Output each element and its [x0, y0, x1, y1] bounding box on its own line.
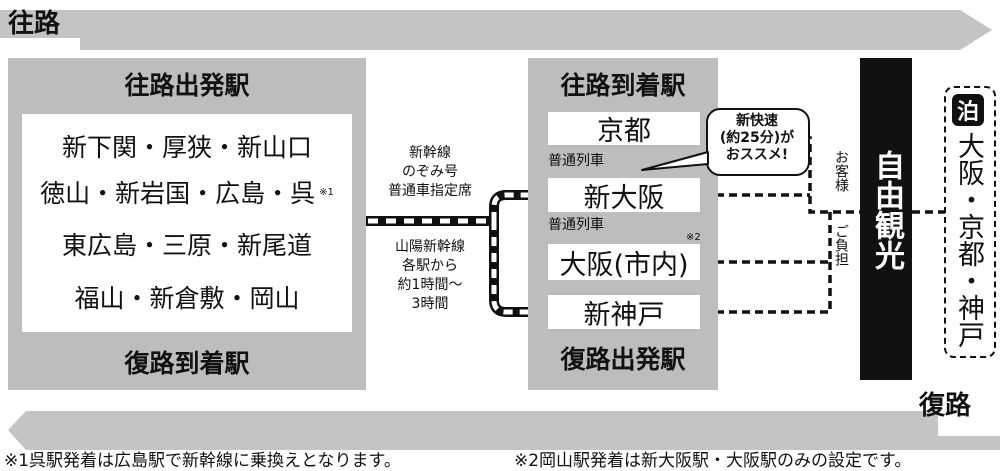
route-above-3: 普通車指定席 — [388, 183, 472, 199]
free-sightseeing-label: 自由観光 — [869, 150, 904, 270]
arrival-panel-bottom-title: 復路出発駅 — [560, 345, 686, 374]
footnote-mark-1: ※1 — [319, 186, 334, 198]
route-below-1: 山陽新幹線 — [395, 239, 465, 255]
return-label: 復路 — [919, 391, 972, 421]
departure-row-3: 東広島・三原・新尾道 — [22, 222, 352, 266]
outbound-arrow-band — [0, 10, 992, 50]
return-arrow-band — [8, 411, 1000, 450]
departure-panel-bottom-title: 復路到着駅 — [124, 349, 250, 378]
callout-line-3: おススメ! — [725, 147, 789, 163]
callout-text: 新快速 (約25分)が おススメ! — [708, 113, 806, 164]
route-info-above: 新幹線 のぞみ号 普通車指定席 — [370, 144, 490, 201]
route-above-2: のぞみ号 — [402, 164, 458, 180]
footnote-mark-2: ※2 — [686, 232, 701, 243]
callout-pointer — [641, 151, 709, 171]
local-train-label-1: 普通列車 — [548, 153, 604, 169]
departure-row-3-text: 東広島・三原・新尾道 — [61, 231, 312, 260]
station-kyoto: 京都 — [548, 112, 700, 147]
departure-stations-box — [22, 114, 352, 332]
free-sightseeing-bar — [860, 58, 912, 380]
stay-badge: 泊 — [952, 94, 984, 126]
station-osaka-city: 大阪(市内) — [548, 244, 700, 281]
customer-pays-col2: ご負担 — [833, 224, 849, 266]
callout-bubble — [706, 108, 810, 176]
rail-branch-dash — [491, 192, 548, 315]
station-shin-kobe: 新神戸 — [548, 295, 700, 331]
route-below-2: 各駅から — [402, 258, 458, 274]
footnote-2: ※2岡山駅発着は新大阪駅・大阪駅のみの設定です。 — [514, 451, 912, 471]
departure-row-2: 徳山・新岩国・広島・呉※1 — [22, 170, 352, 214]
departure-row-1: 新下関・厚狭・新山口 — [22, 124, 352, 168]
route-above-1: 新幹線 — [409, 145, 451, 161]
customer-pays-col1: お客様 — [833, 150, 849, 192]
callout-line-1: 新快速 — [736, 113, 778, 129]
stay-cities: 大阪・京都・神戸 — [953, 132, 984, 348]
station-shin-osaka: 新大阪 — [548, 178, 700, 214]
callout-line-2: (約25分)が — [719, 130, 795, 146]
footnote-1: ※1呉駅発着は広島駅で新幹線に乗換えとなります。 — [4, 451, 401, 471]
departure-row-4: 福山・新倉敷・岡山 — [22, 275, 352, 319]
route-info-below: 山陽新幹線 各駅から 約1時間〜 3時間 — [370, 238, 490, 314]
departure-row-2-text: 徳山・新岩国・広島・呉 — [40, 179, 316, 208]
arrival-panel-top-title: 往路到着駅 — [560, 71, 686, 100]
route-below-3: 約1時間〜 — [397, 277, 463, 293]
departure-panel-top-title: 往路出発駅 — [124, 71, 250, 100]
outbound-label: 往路 — [8, 9, 61, 39]
departure-row-4-text: 福山・新倉敷・岡山 — [74, 284, 300, 313]
stay-box — [944, 86, 996, 358]
local-train-label-2: 普通列車 — [548, 217, 604, 233]
departure-row-1-text: 新下関・厚狭・新山口 — [61, 133, 312, 162]
route-below-4: 3時間 — [411, 296, 449, 312]
